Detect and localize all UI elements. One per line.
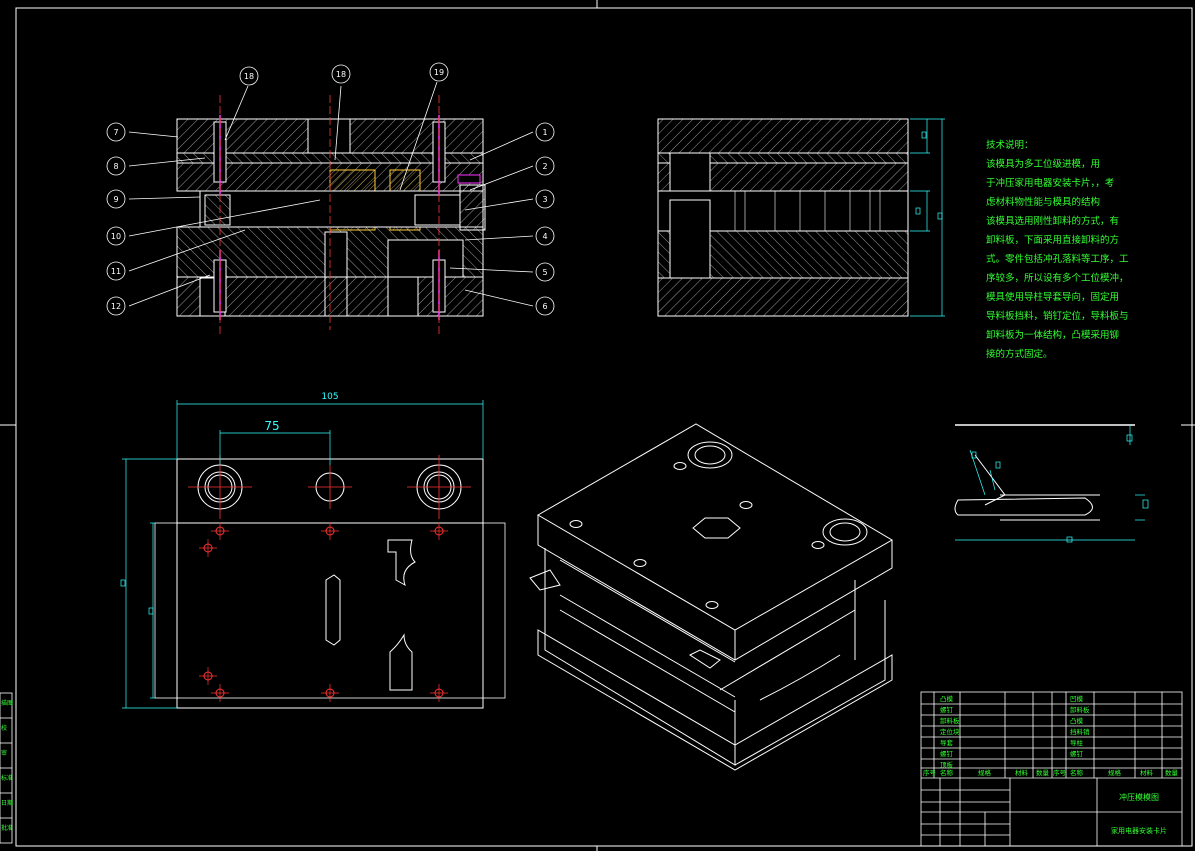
bom-header-cell: 数量 (1165, 768, 1179, 777)
strip-view (954, 424, 1135, 521)
section-view (176, 95, 486, 335)
callout-label: 18 (336, 70, 346, 79)
callout-circle (535, 156, 555, 176)
bom-header-cell: 材料 (1015, 768, 1029, 777)
callout-label: 12 (111, 302, 121, 311)
border-label: 校 (1, 724, 7, 732)
technical-note-line: 模具使用导柱导套导向，固定用 (986, 292, 1120, 303)
bom-header-cell: 名称 (1070, 768, 1084, 777)
bom-item-name: 螺钉 (940, 705, 954, 714)
callout-label: 3 (542, 195, 547, 204)
drawing-border (15, 7, 1193, 847)
bom-item-name: 螺钉 (1070, 749, 1084, 758)
bom-header-cell: 序号 (1053, 768, 1067, 777)
plan-centerlines (188, 455, 471, 519)
plan-small-holes (199, 522, 448, 702)
plan-dims (120, 400, 484, 709)
technical-notes: 技术说明： 该模具为多工位级进模，用 于冲压家用电器安装卡片，，考 虑材料物性能… (986, 136, 1129, 364)
callout-label: 11 (111, 267, 121, 276)
callout-label: 10 (111, 232, 121, 241)
bom-item-name: 挡料销 (1070, 727, 1090, 736)
side-view-dims (910, 118, 945, 317)
technical-note-line: 序较多，所以设有多个工位模冲， (986, 273, 1129, 284)
technical-note-line: 于冲压家用电器安装卡片，，考 (986, 178, 1115, 189)
bom-item-name: 导套 (940, 738, 954, 747)
bom-item-name: 定位块 (940, 727, 960, 736)
callout-label: 8 (113, 162, 118, 171)
technical-notes-title: 技术说明： (986, 140, 1034, 151)
dim-overall-width: 105 (321, 392, 338, 402)
callout-label: 6 (542, 302, 547, 311)
border-label: 标准 (1, 774, 13, 782)
callout-circle (239, 66, 259, 86)
callout-label: 2 (542, 162, 547, 171)
bom-item-name: 凹模 (1070, 694, 1084, 703)
bom-item-name: 螺钉 (940, 749, 954, 758)
title-block-part: 家用电器安装卡片 (1111, 826, 1167, 835)
callout-circle (535, 296, 555, 316)
callout-circle (106, 296, 126, 316)
bom-table (920, 691, 1183, 847)
technical-note-line: 卸料板为一体结构，凸模采用铆 (986, 330, 1120, 341)
border-label: 描图 (1, 699, 13, 707)
callout-circle (106, 226, 126, 246)
isometric-view (529, 423, 893, 771)
bom-header-cell: 材料 (1140, 768, 1154, 777)
callout-label: 18 (244, 72, 254, 81)
bom-header-cell: 数量 (1036, 768, 1050, 777)
callout-circle (106, 156, 126, 176)
callout-circle (535, 226, 555, 246)
bom-item-name: 卸料板 (940, 716, 960, 725)
callout-label: 9 (113, 195, 118, 204)
callout-circle (429, 62, 449, 82)
callout-circle (106, 122, 126, 142)
callout-label: 7 (113, 128, 118, 137)
callout-circle (106, 189, 126, 209)
left-border-table (0, 692, 13, 844)
technical-note-line: 该模具选用刚性卸料的方式，有 (986, 216, 1120, 227)
dim-hole-spacing: 75 (264, 419, 279, 433)
technical-note-line: 接的方式固定。 (986, 349, 1053, 360)
bom-header-cell: 规格 (1108, 768, 1122, 777)
bom-header-cell: 序号 (923, 768, 937, 777)
callout-circle (535, 262, 555, 282)
callout-label: 4 (542, 232, 547, 241)
callout-label: 19 (434, 68, 444, 77)
bom-item-name: 凸模 (1070, 716, 1084, 725)
border-label: 日期 (1, 799, 13, 807)
technical-note-line: 式。零件包括冲孔落料等工序，工 (986, 254, 1129, 265)
side-view (657, 118, 909, 317)
border-label: 审 (1, 749, 7, 757)
bom-item-name: 导柱 (1070, 738, 1084, 747)
bom-item-name: 凸模 (940, 694, 954, 703)
section-leaders (128, 81, 534, 307)
technical-note-line: 该模具为多工位级进模，用 (986, 159, 1101, 170)
bom-item-name: 卸料板 (1070, 705, 1090, 714)
callout-circle (106, 261, 126, 281)
technical-note-line: 导料板挡料，销钉定位，导料板与 (986, 311, 1129, 322)
title-block-name: 冲压模模图 (1119, 792, 1159, 802)
callout-circle (535, 122, 555, 142)
callout-circle (331, 64, 351, 84)
callout-label: 5 (542, 268, 547, 277)
technical-note-line: 虑材料物性能与模具的结构 (986, 197, 1101, 208)
callout-label: 1 (542, 128, 547, 137)
bom-header-cell: 规格 (978, 768, 992, 777)
strip-dims (955, 425, 1149, 543)
technical-note-line: 卸料板，下面采用直接卸料的方 (986, 235, 1120, 246)
bom-header-cell: 名称 (940, 768, 954, 777)
callout-circle (535, 189, 555, 209)
border-label: 批准 (1, 824, 13, 832)
bom-item-name: 顶板 (940, 760, 954, 769)
